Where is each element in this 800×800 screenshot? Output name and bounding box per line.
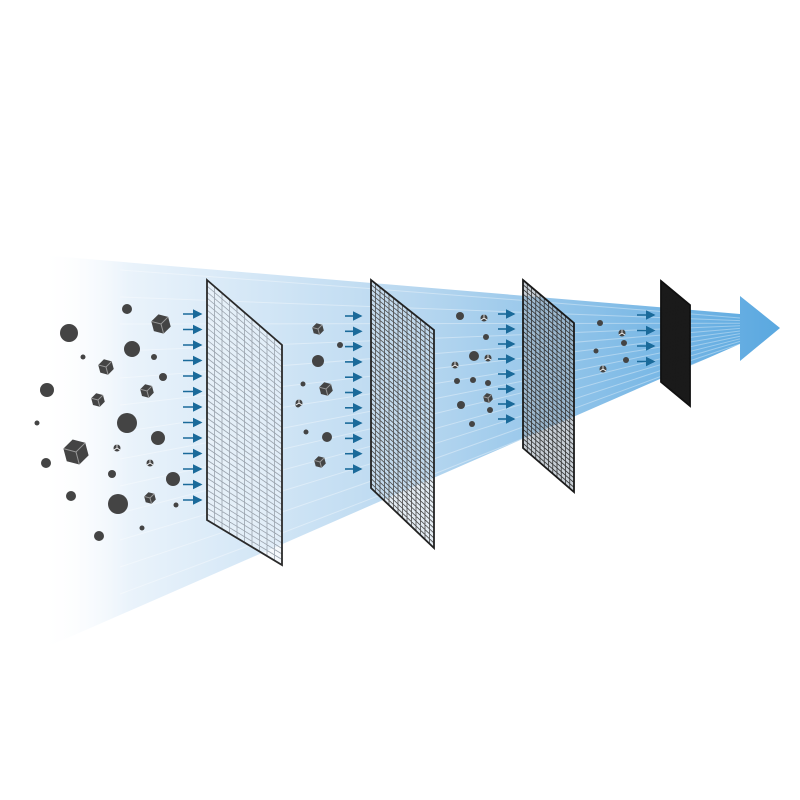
particle-cube [98,359,114,375]
particle-circle [454,378,460,384]
particle-cube [63,439,89,465]
particle-circle [322,432,332,442]
particle-cube [151,314,171,334]
particle-circle [312,355,324,367]
filter-mesh [206,285,283,561]
particle-cube [314,456,326,468]
particle-circle [469,421,475,427]
cube-edge [98,360,113,375]
filter-frame [660,279,691,408]
particle-fine-edge [480,314,488,321]
particle-circle [151,354,157,360]
filter-panels [206,278,691,567]
particle-circle [122,304,132,314]
cube-edge [140,385,153,398]
airflow-streak [119,346,741,568]
filter-mesh [660,284,691,403]
cube-edge [144,493,155,504]
particle-fine-edge [295,399,303,406]
airflow-streak [119,348,741,595]
airflow-streak [119,269,741,319]
particle-fine-edge [599,365,607,372]
particle-fine-edge [451,361,459,368]
particle-circle [457,401,465,409]
particle-circle [151,431,165,445]
particle-circle [80,354,86,360]
cube-edge [63,442,86,465]
particle-fine-edge [484,354,492,361]
filter-stage-2 [370,278,435,551]
particle-circle [117,413,137,433]
particle-fine-edge [113,444,121,451]
particle-circle [456,312,464,320]
cube-edge [91,394,104,407]
flow-arrows [183,309,656,505]
filter-stage-4 [660,279,691,408]
particle-cube [144,492,156,504]
filter-frame [522,278,575,494]
particle-cube [319,382,333,396]
particle-circle [40,383,54,397]
particle-circle [483,334,489,340]
particle-circle [337,342,343,348]
filter-stage-3 [522,278,575,494]
particle-circle [623,357,629,363]
particle-circle [159,373,167,381]
particle-circle [66,491,76,501]
filter-frame [370,278,435,551]
particle-circle [593,348,599,354]
particles [34,304,629,541]
particle-circle [166,472,180,486]
airflow-streak [119,351,741,622]
particle-cube [312,323,324,335]
particle-cube [140,384,154,398]
particle-circle [124,341,140,357]
cube-edge [151,316,169,334]
filter-mesh [522,283,575,489]
particle-circle [139,525,145,531]
particle-circle [469,351,479,361]
particle-circle [108,470,116,478]
particle-circle [597,320,603,326]
particle-circle [470,377,476,383]
cube-edge [483,394,492,403]
particle-circle [41,458,51,468]
particle-circle [60,324,78,342]
cube-edge [314,457,325,468]
filter-stage-1 [206,278,283,567]
particle-circle [94,531,104,541]
particle-cube [91,393,105,407]
particle-fine-edge [146,459,154,466]
particle-circle [108,494,128,514]
particle-fine-edge [618,329,626,336]
filter-mesh [370,283,435,544]
particle-circle [300,381,306,387]
particle-circle [487,407,493,413]
filter-frame [206,278,283,567]
particle-circle [173,502,179,508]
particle-cube [483,393,493,403]
cube-edge [319,383,332,396]
particle-circle [34,420,40,426]
particle-circle [621,340,627,346]
particle-circle [485,380,491,386]
cube-edge [312,324,323,335]
particle-circle [303,429,309,435]
